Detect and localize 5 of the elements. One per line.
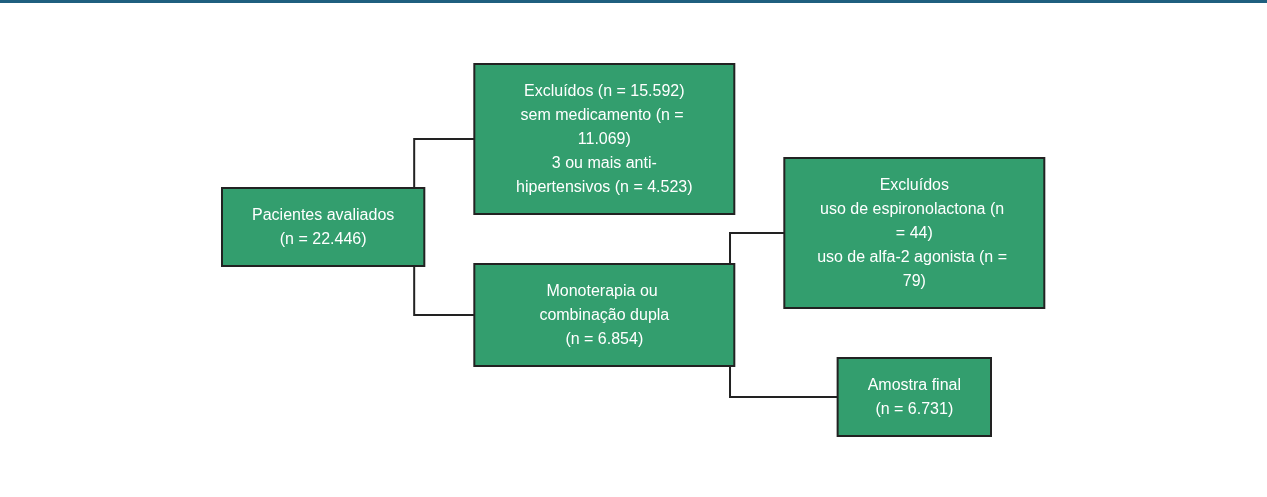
node-box: Pacientes avaliados (n = 22.446) [221,187,426,267]
node-box: Excluídos (n = 15.592) sem medicamento (n = 11.069) 3 ou mais anti-hipertensivos (n = 4.523) [473,63,736,215]
node-box: Amostra final (n = 6.731) [836,357,993,437]
node-box: Excluídos uso de espironolactona (n = 44) uso de alfa-2 agonista (n = 79) [783,157,1046,309]
node-box: Monoterapia ou combinação dupla (n = 6.854) [473,263,736,367]
